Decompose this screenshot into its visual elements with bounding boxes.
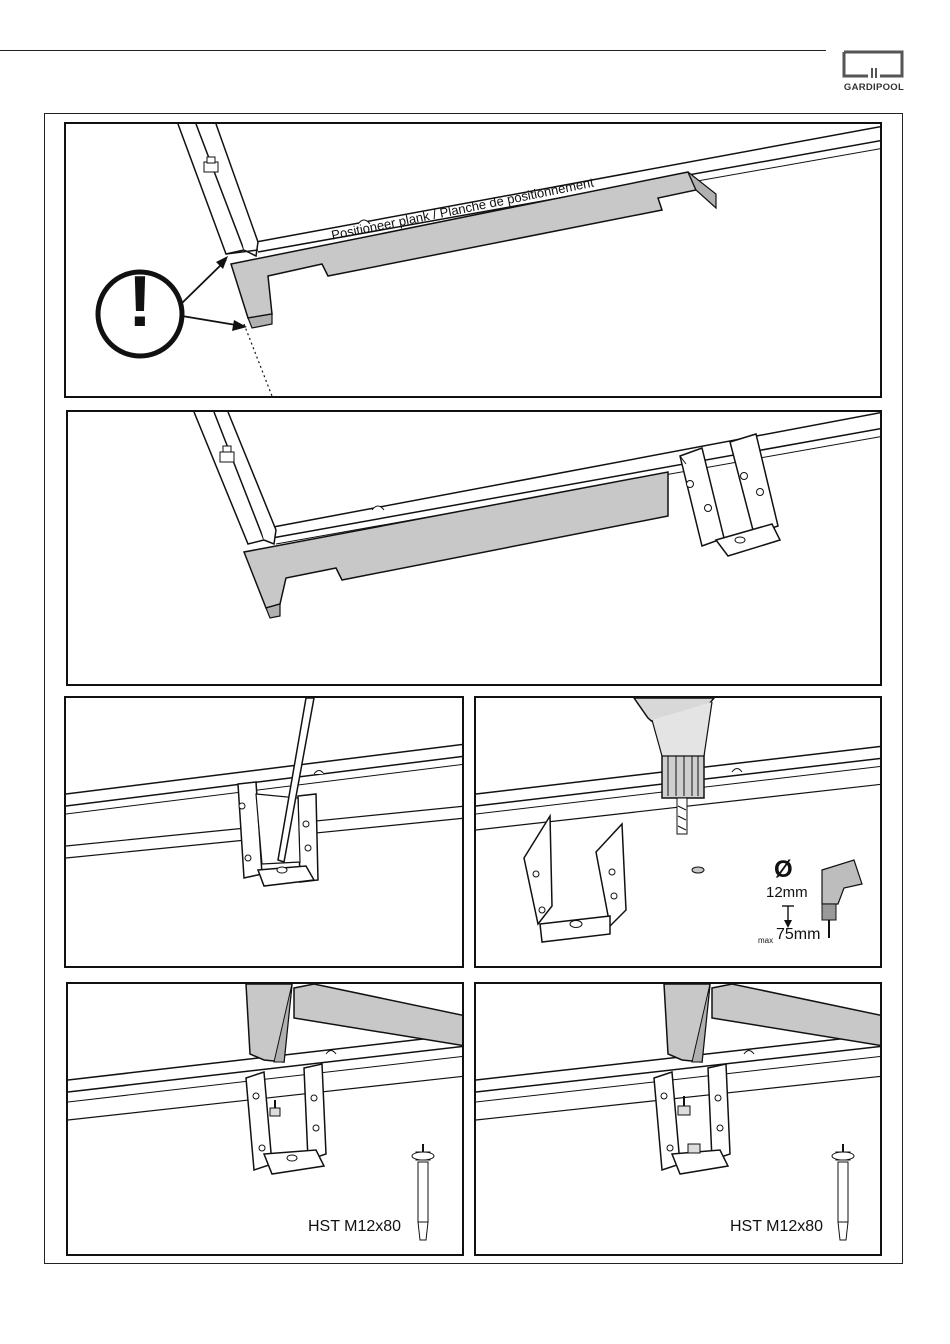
warning-exclamation: ! — [118, 266, 162, 338]
bolt-spec-label: HST M12x80 — [308, 1218, 401, 1236]
panel3-illustration — [66, 698, 464, 968]
u-bracket — [524, 816, 626, 942]
panel-mark-hole — [64, 696, 464, 968]
panel-bracket-on-plank — [66, 410, 882, 686]
depth-prefix: max — [758, 936, 773, 945]
brand-name: GARDIPOOL — [836, 82, 912, 93]
diameter-value: 12mm — [766, 884, 808, 901]
u-bracket — [238, 782, 318, 886]
drill-icon — [634, 698, 714, 834]
diameter-symbol: Ø — [774, 856, 793, 884]
panel6-illustration — [476, 984, 882, 1256]
panel-anchor-bolt-insert: HST M12x80 — [66, 982, 464, 1256]
u-bracket — [680, 434, 780, 556]
panel1-illustration — [66, 124, 882, 398]
anchor-bolt-icon — [412, 1144, 434, 1240]
u-bracket — [654, 1064, 730, 1174]
anchor-bolt-icon — [832, 1144, 854, 1240]
bolt-spec-label: HST M12x80 — [730, 1218, 823, 1236]
u-bracket — [246, 1064, 326, 1174]
header-rule — [0, 50, 826, 51]
panel2-illustration — [68, 412, 882, 686]
panel-positioning-plank: ! Positioneer plank / Planche de positio… — [64, 122, 882, 398]
panel-anchor-bolt-tightened: HST M12x80 — [474, 982, 882, 1256]
panel4-illustration — [476, 698, 882, 968]
panel-drill-hole: Ø 12mm max 75mm — [474, 696, 882, 968]
panel5-illustration — [68, 984, 464, 1256]
depth-value: 75mm — [776, 926, 820, 944]
drill-tool-icon — [822, 860, 862, 938]
